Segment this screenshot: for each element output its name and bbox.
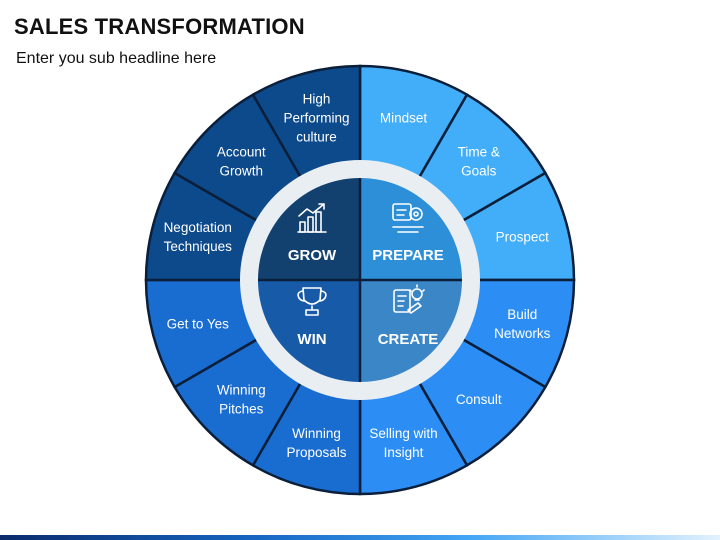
- page-title: SALES TRANSFORMATION: [14, 14, 305, 39]
- segment-label: Prospect: [496, 230, 550, 245]
- segment-label-line: Build: [507, 307, 537, 322]
- trophy-icon: [297, 287, 327, 316]
- quadrant-prepare: [360, 178, 462, 280]
- quadrant-label-win: WIN: [297, 331, 326, 348]
- segment-label-line: Networks: [494, 326, 551, 341]
- bottom-accent-bar: [0, 535, 720, 540]
- segment-label-line: Winning: [217, 382, 266, 397]
- quadrant-win: [258, 280, 360, 382]
- quadrant-grow: [258, 178, 360, 280]
- quadrant-label-grow: GROW: [288, 247, 337, 264]
- segment-label-line: Consult: [456, 392, 502, 407]
- segment-label-line: Goals: [461, 164, 497, 179]
- segment-label-line: Proposals: [286, 445, 346, 460]
- segment-label-line: Mindset: [380, 111, 428, 126]
- segment-label-line: Insight: [384, 445, 424, 460]
- segment-label-line: Techniques: [164, 239, 233, 254]
- segment-label: Mindset: [380, 111, 428, 126]
- page-subtitle: Enter you sub headline here: [16, 50, 217, 67]
- segment-label-line: Time &: [458, 145, 500, 160]
- segment-label-line: High: [303, 92, 331, 107]
- growth-chart-icon: [297, 203, 327, 233]
- idea-document-icon: [393, 284, 425, 314]
- segment-label: Get to Yes: [167, 316, 230, 331]
- segment-label-line: culture: [296, 130, 337, 145]
- segment-label: Consult: [456, 392, 502, 407]
- planning-gears-icon: [392, 203, 424, 233]
- segment-label: Time & Goals: [458, 145, 500, 179]
- segment-label-line: Selling with: [369, 426, 437, 441]
- segment-label-line: Pitches: [219, 401, 264, 416]
- quadrant-label-prepare: PREPARE: [372, 247, 443, 264]
- segment-label-line: Winning: [292, 426, 341, 441]
- segment-label-line: Get to Yes: [167, 316, 230, 331]
- quadrant-label-create: CREATE: [378, 331, 439, 348]
- segment-label-line: Performing: [284, 111, 350, 126]
- quadrant-create: [360, 280, 462, 382]
- segment-label-line: Account: [217, 145, 266, 160]
- segment-label-line: Negotiation: [164, 220, 232, 235]
- segment-label-line: Growth: [219, 164, 263, 179]
- segment-label-line: Prospect: [496, 230, 550, 245]
